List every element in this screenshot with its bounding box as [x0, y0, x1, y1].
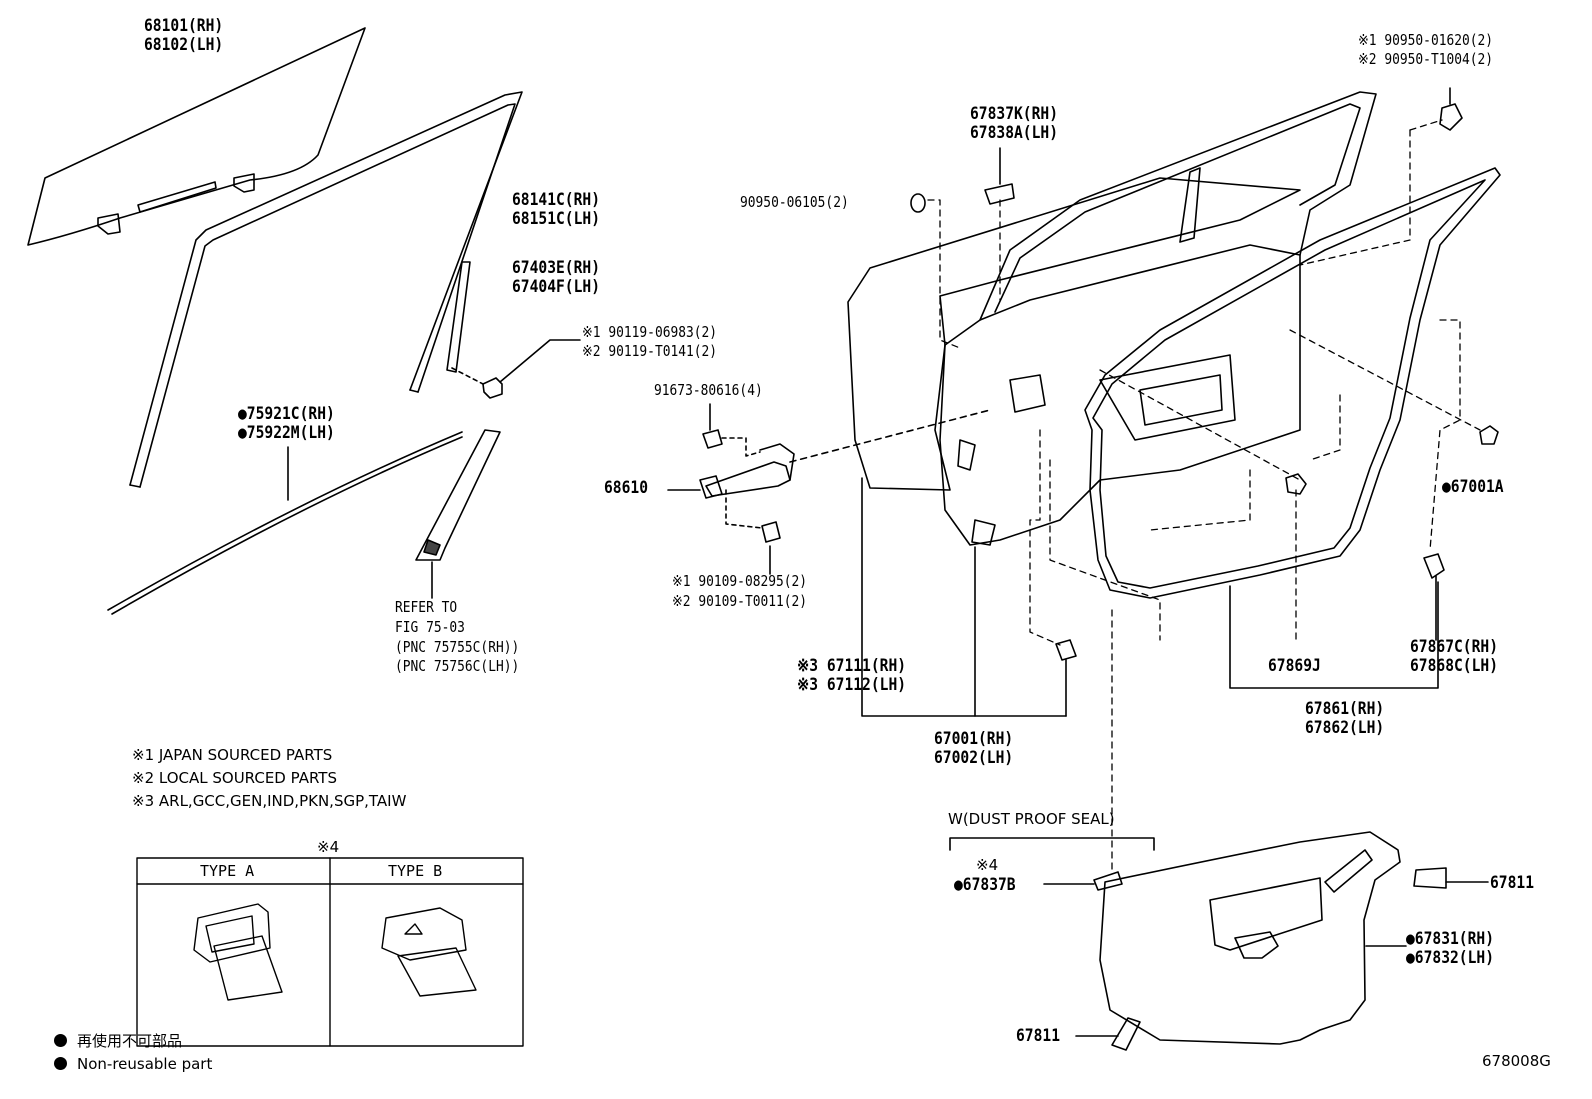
- label-clip-right: ●67001A: [1442, 477, 1504, 497]
- legend-english: Non-reusable part: [54, 1055, 212, 1073]
- label-seal-tape-top: 67811: [1490, 873, 1535, 893]
- label-clip-mid: 67869J: [1268, 656, 1321, 676]
- glass-run-channel: [129, 91, 523, 488]
- label-door-panel-rh: ※3 67111(RH): [797, 656, 907, 676]
- plugs-and-clips: [910, 87, 1499, 717]
- label-hole-plug: 90950-06105(2): [740, 193, 849, 211]
- type-a-header: TYPE A: [200, 862, 255, 880]
- door-check: [667, 403, 991, 575]
- legend-english-text: Non-reusable part: [77, 1055, 213, 1073]
- label-plug-top-1: ※1 90950-01620(2): [1358, 31, 1494, 49]
- corner-garnish: [415, 429, 501, 599]
- note-japan-sourced: ※1 JAPAN SOURCED PARTS: [132, 746, 333, 764]
- label-belt-moulding-rh: ●75921C(RH): [238, 404, 335, 424]
- note-local-sourced: ※2 LOCAL SOURCED PARTS: [132, 769, 337, 787]
- label-clip-lower-rh: 67867C(RH): [1410, 637, 1499, 657]
- label-seal-clip-mark: ※4: [976, 856, 999, 874]
- label-refer-1: REFER TO: [395, 598, 458, 616]
- label-run-channel-lh: 68151C(LH): [512, 209, 601, 229]
- label-seal-rh: ●67831(RH): [1406, 929, 1495, 949]
- label-lock-bracket-rh: 67837K(RH): [970, 104, 1059, 124]
- label-glass-lh: 68102(LH): [144, 35, 224, 55]
- label-door-assy-rh: 67001(RH): [934, 729, 1014, 749]
- label-run-channel-rh: 68141C(RH): [512, 190, 601, 210]
- label-refer-4: (PNC 75756C(LH)): [395, 657, 520, 675]
- label-check-bolt2-1: ※1 90109-08295(2): [672, 572, 808, 590]
- label-refer-3: (PNC 75755C(RH)): [395, 638, 520, 656]
- non-reusable-dot-icon: [54, 1057, 67, 1070]
- label-check-bolt: 91673-80616(4): [654, 381, 763, 399]
- door-inner-frame: [939, 91, 1377, 717]
- label-glass-rh: 68101(RH): [144, 16, 224, 36]
- note-regions: ※3 ARL,GCC,GEN,IND,PKN,SGP,TAIW: [132, 792, 407, 810]
- type-table-mark: ※4: [317, 838, 340, 856]
- legend-japanese-text: 再使用不可部品: [77, 1032, 183, 1050]
- label-seal-clip: ●67837B: [954, 875, 1016, 895]
- type-b-header: TYPE B: [388, 862, 443, 880]
- label-door-check: 68610: [604, 478, 649, 498]
- label-door-assy-lh: 67002(LH): [934, 748, 1014, 768]
- label-seal-tape-bottom: 67811: [1016, 1026, 1061, 1046]
- label-lock-bracket-lh: 67838A(LH): [970, 123, 1059, 143]
- label-clip-lower-lh: 67868C(LH): [1410, 656, 1499, 676]
- label-weatherstrip-lh: 67862(LH): [1305, 718, 1385, 738]
- door-glass: [27, 27, 366, 246]
- dust-proof-seal: [949, 831, 1489, 1051]
- figure-number: 678008G: [1482, 1052, 1551, 1070]
- label-rear-channel-rh: 67403E(RH): [512, 258, 601, 278]
- channel-bolt: [451, 339, 581, 399]
- label-door-panel-lh: ※3 67112(LH): [797, 675, 907, 695]
- label-rear-channel-lh: 67404F(LH): [512, 277, 601, 297]
- mounting-lines: [927, 119, 1481, 873]
- label-check-bolt2-2: ※2 90109-T0011(2): [672, 592, 808, 610]
- door-weatherstrip: [1084, 167, 1501, 689]
- door-outer-panel: [847, 177, 1301, 717]
- label-dust-seal-title: W(DUST PROOF SEAL): [948, 810, 1115, 828]
- legend-japanese: 再使用不可部品: [54, 1030, 182, 1051]
- non-reusable-dot-icon: [54, 1034, 67, 1047]
- label-plug-top-2: ※2 90950-T1004(2): [1358, 50, 1494, 68]
- label-channel-bolt-1: ※1 90119-06983(2): [582, 323, 718, 341]
- clip-type-table: [136, 857, 524, 1047]
- label-seal-lh: ●67832(LH): [1406, 948, 1495, 968]
- label-refer-2: FIG 75-03: [395, 618, 465, 636]
- label-channel-bolt-2: ※2 90119-T0141(2): [582, 342, 718, 360]
- label-weatherstrip-rh: 67861(RH): [1305, 699, 1385, 719]
- label-belt-moulding-lh: ●75922M(LH): [238, 423, 335, 443]
- belt-moulding: [107, 431, 463, 615]
- rear-lower-channel: [446, 261, 471, 373]
